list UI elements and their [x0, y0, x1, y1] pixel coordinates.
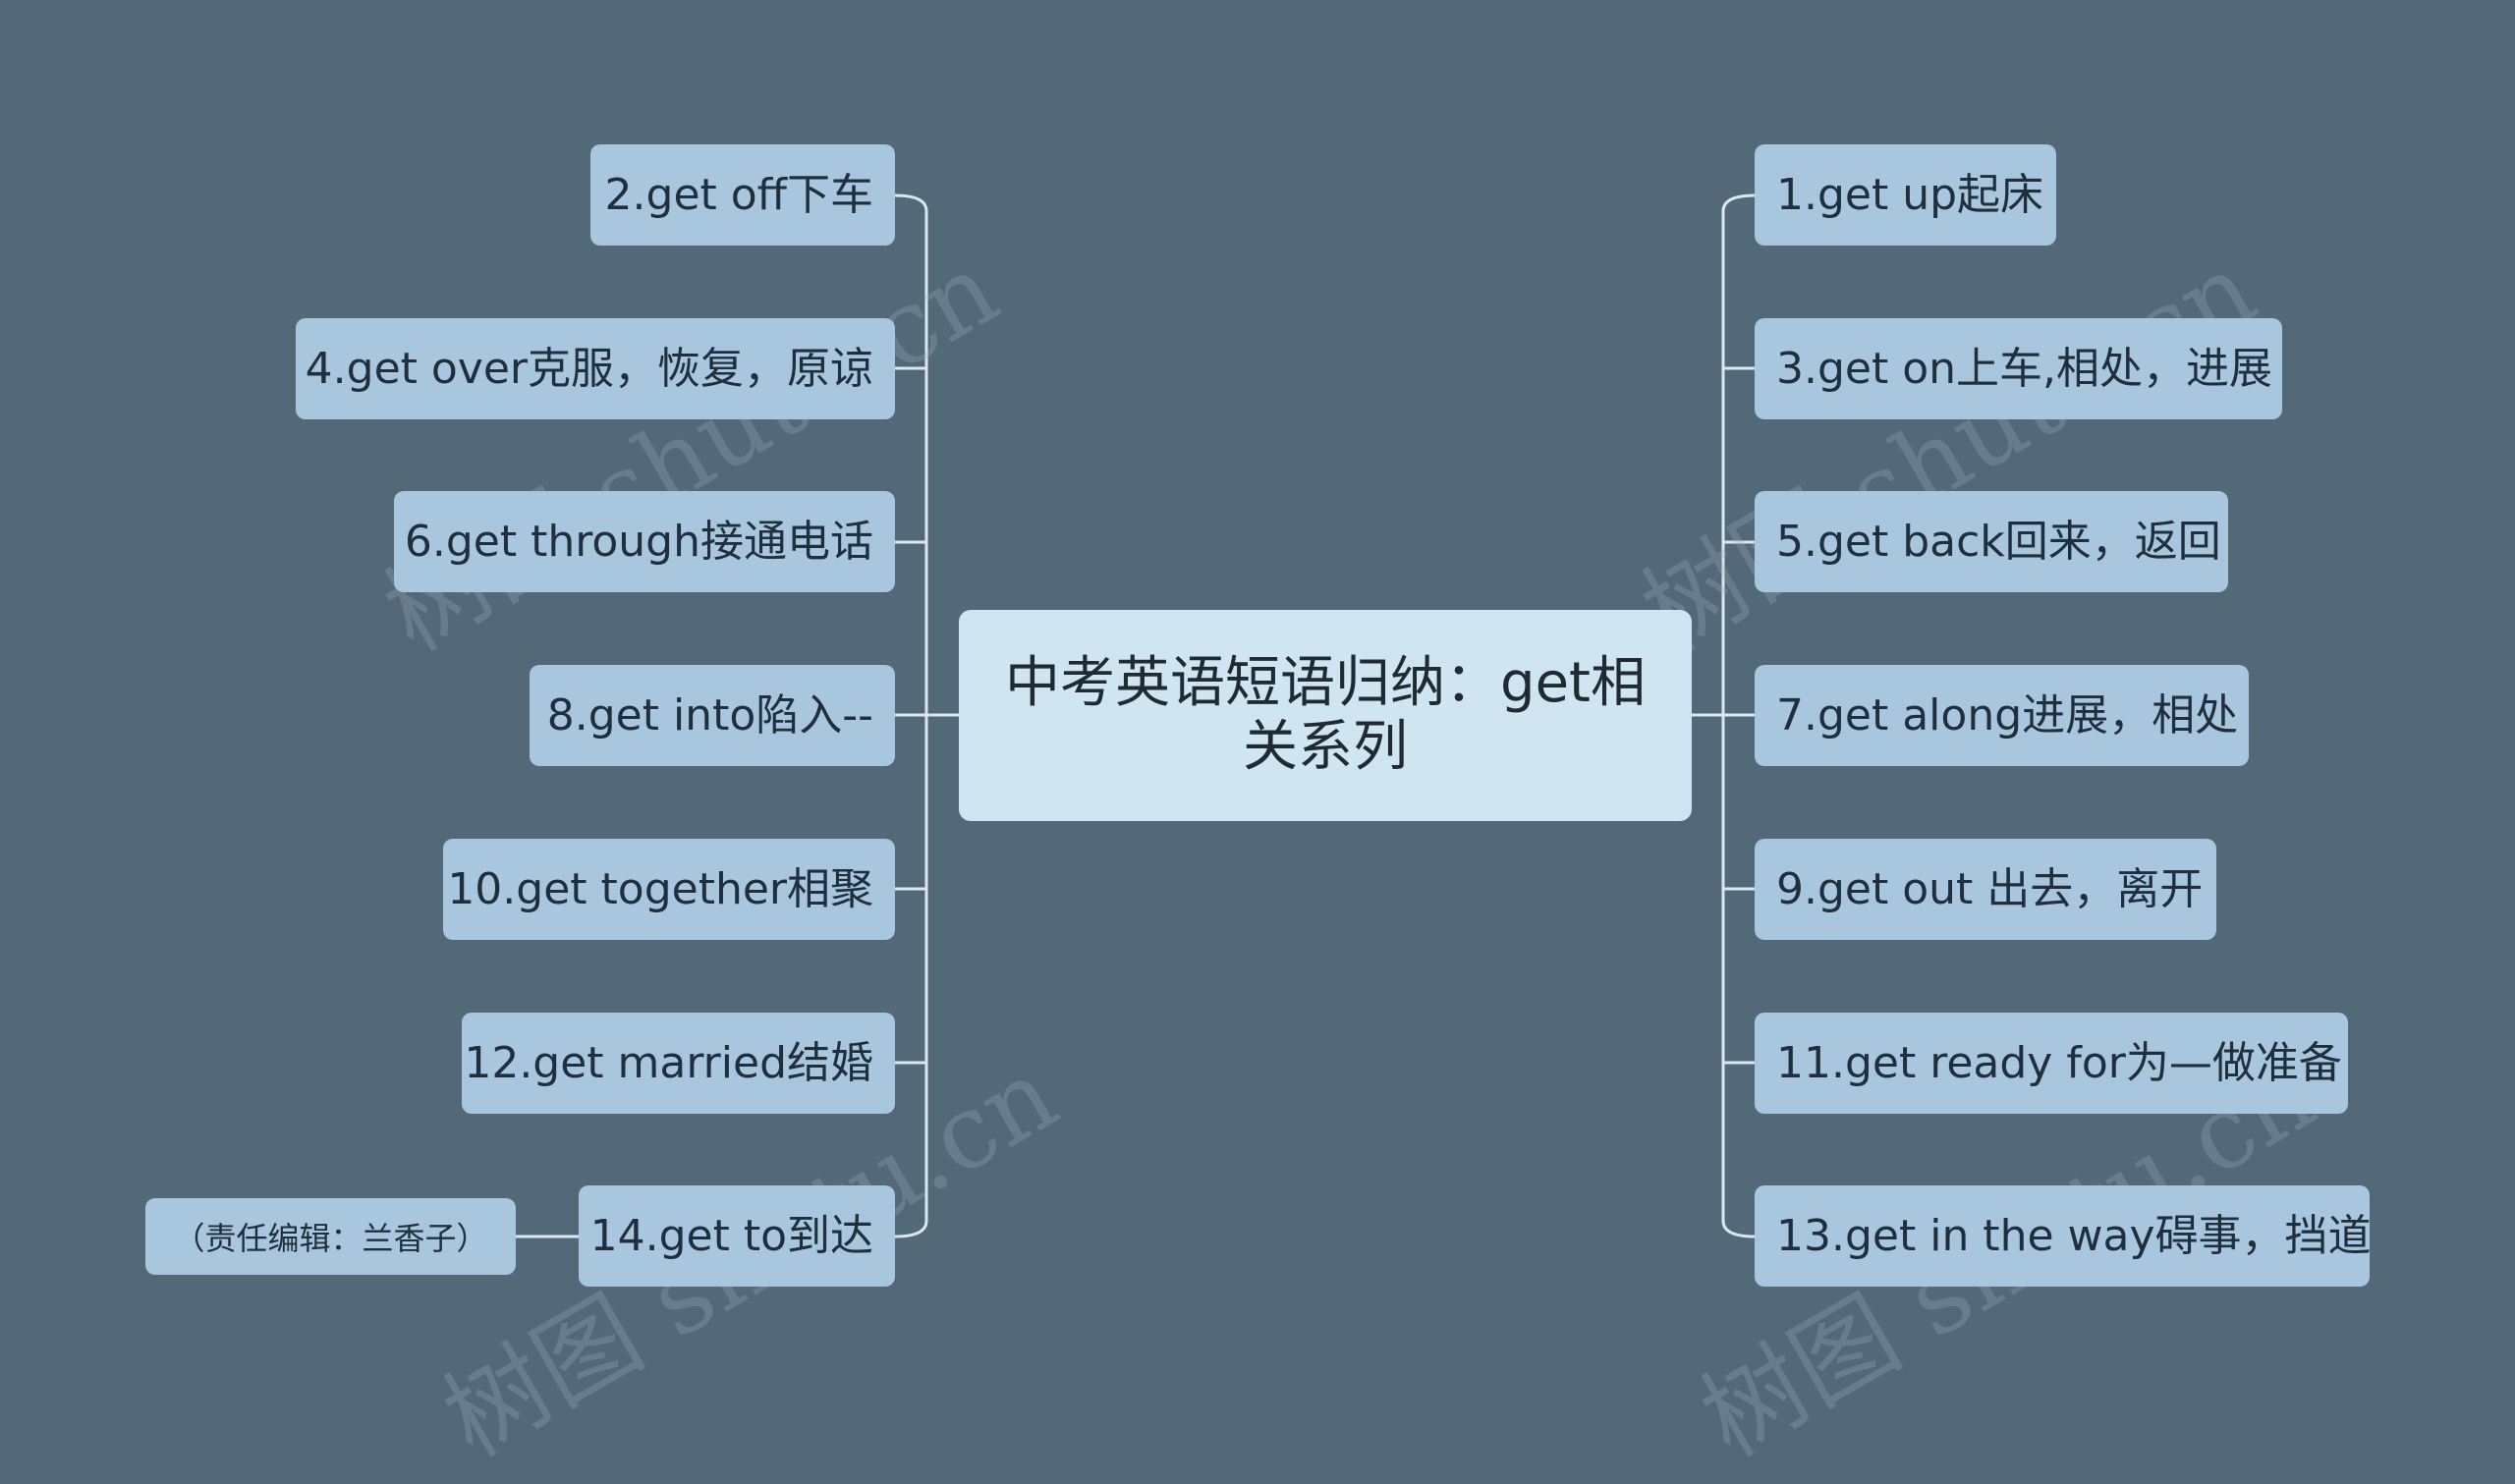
branch-node-right[interactable]: 13.get in the way碍事，挡道: [1755, 1185, 2372, 1287]
branch-node-right[interactable]: 1.get up起床: [1755, 144, 2056, 246]
branch-node-right[interactable]: 5.get back回来，返回: [1755, 491, 2228, 592]
branch-node-left[interactable]: 10.get together相聚: [443, 839, 895, 940]
editor-note[interactable]: （责任编辑：兰香子）: [145, 1198, 516, 1275]
branch-node-left[interactable]: 4.get over克服，恢复，原谅: [296, 318, 895, 419]
branch-node-right[interactable]: 9.get out 出去，离开: [1755, 839, 2216, 940]
connector-lines: [516, 193, 1756, 1238]
branch-node-left[interactable]: 2.get off下车: [590, 144, 895, 246]
branch-node-right[interactable]: 3.get on上车,相处，进展: [1755, 318, 2282, 419]
branch-node-right[interactable]: 11.get ready for为—做准备: [1755, 1013, 2348, 1114]
branch-node-left[interactable]: 14.get to到达: [579, 1185, 895, 1287]
branch-node-left[interactable]: 12.get married结婚: [462, 1013, 895, 1114]
branch-node-left[interactable]: 6.get through接通电话: [394, 491, 895, 592]
branch-node-right[interactable]: 7.get along进展，相处: [1755, 665, 2249, 766]
branch-node-left[interactable]: 8.get into陷入--: [530, 665, 895, 766]
central-topic[interactable]: 中考英语短语归纳：get相关系列: [959, 610, 1692, 821]
